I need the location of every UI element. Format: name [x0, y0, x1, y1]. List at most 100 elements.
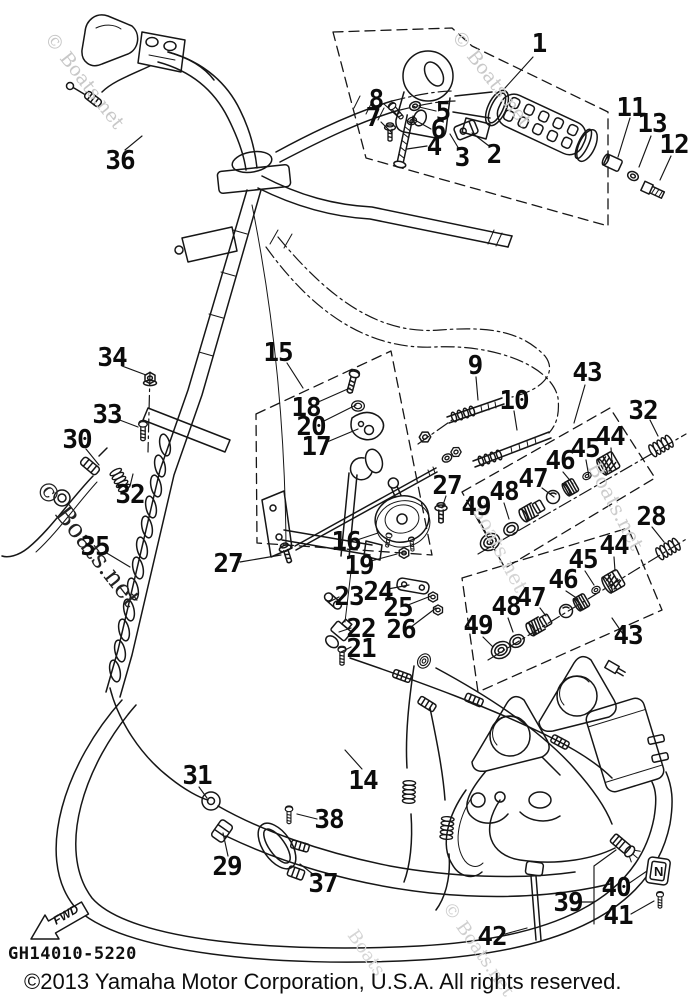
choke-cable-end-39 — [609, 833, 641, 863]
steering-cable-loop — [55, 699, 673, 963]
throttle-cable — [65, 65, 151, 108]
part-callout-15: 15 — [263, 338, 293, 368]
part-callout-6: 6 — [430, 115, 447, 145]
part-callout-47-top: 47 — [518, 464, 548, 494]
column-coil-sleeve — [108, 433, 172, 683]
dashed-box-grip-assembly — [332, 27, 609, 227]
washer-13 — [625, 169, 641, 183]
part-callout-42: 42 — [477, 922, 507, 952]
diagram-code: GH14010-5220 — [8, 944, 137, 964]
throttle-wheel-16 — [374, 477, 431, 560]
part-callout-14: 14 — [348, 766, 378, 796]
part-callout-37: 37 — [308, 869, 338, 899]
part-callout-41: 41 — [603, 901, 633, 931]
part-callout-5: 5 — [435, 97, 452, 127]
column-bracket-arm — [138, 371, 231, 453]
part-callout-28: 28 — [636, 502, 666, 532]
dashed-box-fittings-bottom — [461, 527, 663, 693]
part-callout-49-top: 49 — [461, 492, 491, 522]
part-callout-9: 9 — [467, 351, 484, 381]
throttle-housing — [395, 50, 454, 139]
fitting-series-top — [476, 433, 687, 555]
part-callout-34: 34 — [97, 343, 127, 373]
part-callout-7: 7 — [365, 103, 382, 133]
part-callout-3: 3 — [454, 143, 471, 173]
cable-clamp-29 — [210, 819, 234, 843]
part-callout-46-top: 46 — [545, 446, 575, 476]
dashed-box-bracket-assembly — [255, 350, 433, 556]
part-callout-27-right: 27 — [432, 471, 462, 501]
part-callout-33: 33 — [92, 400, 122, 430]
part-callout-36: 36 — [105, 146, 135, 176]
part-callout-43-top: 43 — [572, 358, 602, 388]
part-callout-32-left: 32 — [115, 480, 145, 510]
part-callout-32-right: 32 — [628, 396, 658, 426]
part-callout-44-bottom: 44 — [599, 531, 629, 561]
cable-guide-2 — [453, 119, 479, 141]
part-callout-18: 18 — [291, 393, 321, 423]
plate-40: N — [645, 856, 671, 886]
copyright-text: ©2013 Yamaha Motor Corporation, U.S.A. A… — [24, 969, 622, 994]
part-callout-31: 31 — [182, 761, 212, 791]
part-callout-43-bottom: 43 — [613, 621, 643, 651]
part-callout-19: 19 — [344, 551, 374, 581]
screw-38 — [284, 805, 294, 825]
linkage-parts — [277, 502, 448, 666]
part-callout-22: 22 — [346, 614, 376, 644]
steering-column — [105, 150, 292, 698]
part-callout-46-bottom: 46 — [548, 565, 578, 595]
part-callout-45-bottom: 45 — [568, 545, 598, 575]
part-callout-47-bottom: 47 — [516, 583, 546, 613]
collar-11 — [601, 153, 623, 172]
part-callout-25: 25 — [383, 593, 413, 623]
part-callout-11: 11 — [616, 93, 646, 123]
part-callout-16: 16 — [331, 527, 361, 557]
throttle-cables-run — [265, 236, 560, 434]
part-callout-44-top: 44 — [595, 422, 625, 452]
part-callout-12: 12 — [659, 130, 689, 160]
plate-40-marker: N — [654, 864, 663, 879]
part-callout-38: 38 — [314, 805, 344, 835]
part-callout-10: 10 — [499, 386, 529, 416]
grip — [452, 89, 598, 163]
part-callout-49-bottom: 49 — [463, 611, 493, 641]
band-clamp-37 — [257, 822, 306, 881]
part-callout-8: 8 — [368, 85, 385, 115]
dipstick-rod-42 — [524, 860, 545, 941]
part-callout-27-left: 27 — [213, 549, 243, 579]
cable-adjuster-9 — [446, 397, 505, 424]
part-callout-17: 17 — [301, 432, 331, 462]
part-callout-45-top: 45 — [570, 434, 600, 464]
part-callout-13: 13 — [637, 109, 667, 139]
part-callout-35: 35 — [80, 532, 110, 562]
part-callout-48-top: 48 — [489, 477, 519, 507]
part-callout-1: 1 — [531, 29, 548, 59]
cable-adjuster-10 — [472, 431, 552, 468]
throttle-lever — [81, 14, 215, 81]
fwd-arrow: FWD — [30, 901, 90, 940]
steering-cable-left — [1, 447, 108, 558]
part-callout-24: 24 — [363, 577, 393, 607]
bolt-7 — [383, 122, 397, 142]
part-callout-23: 23 — [334, 582, 364, 612]
part-callout-40: 40 — [601, 873, 631, 903]
dashed-box-fittings-top — [461, 407, 656, 569]
screw-4-long — [393, 114, 414, 169]
part-callout-21: 21 — [346, 634, 376, 664]
screw-41 — [655, 891, 665, 909]
part-callout-30: 30 — [62, 425, 92, 455]
part-callout-39: 39 — [553, 888, 583, 918]
part-callout-2: 2 — [486, 140, 503, 170]
part-callout-20: 20 — [296, 412, 326, 442]
part-callout-26: 26 — [386, 615, 416, 645]
bracket-assembly — [261, 367, 464, 561]
part-callout-29: 29 — [212, 852, 242, 882]
bolt-12 — [640, 180, 666, 199]
carburetor-assembly — [445, 655, 670, 878]
callout-leader-lines — [85, 56, 672, 935]
housing-lower-3 — [461, 117, 491, 140]
part-callout-48-bottom: 48 — [491, 592, 521, 622]
fitting-series-bottom — [487, 536, 689, 663]
